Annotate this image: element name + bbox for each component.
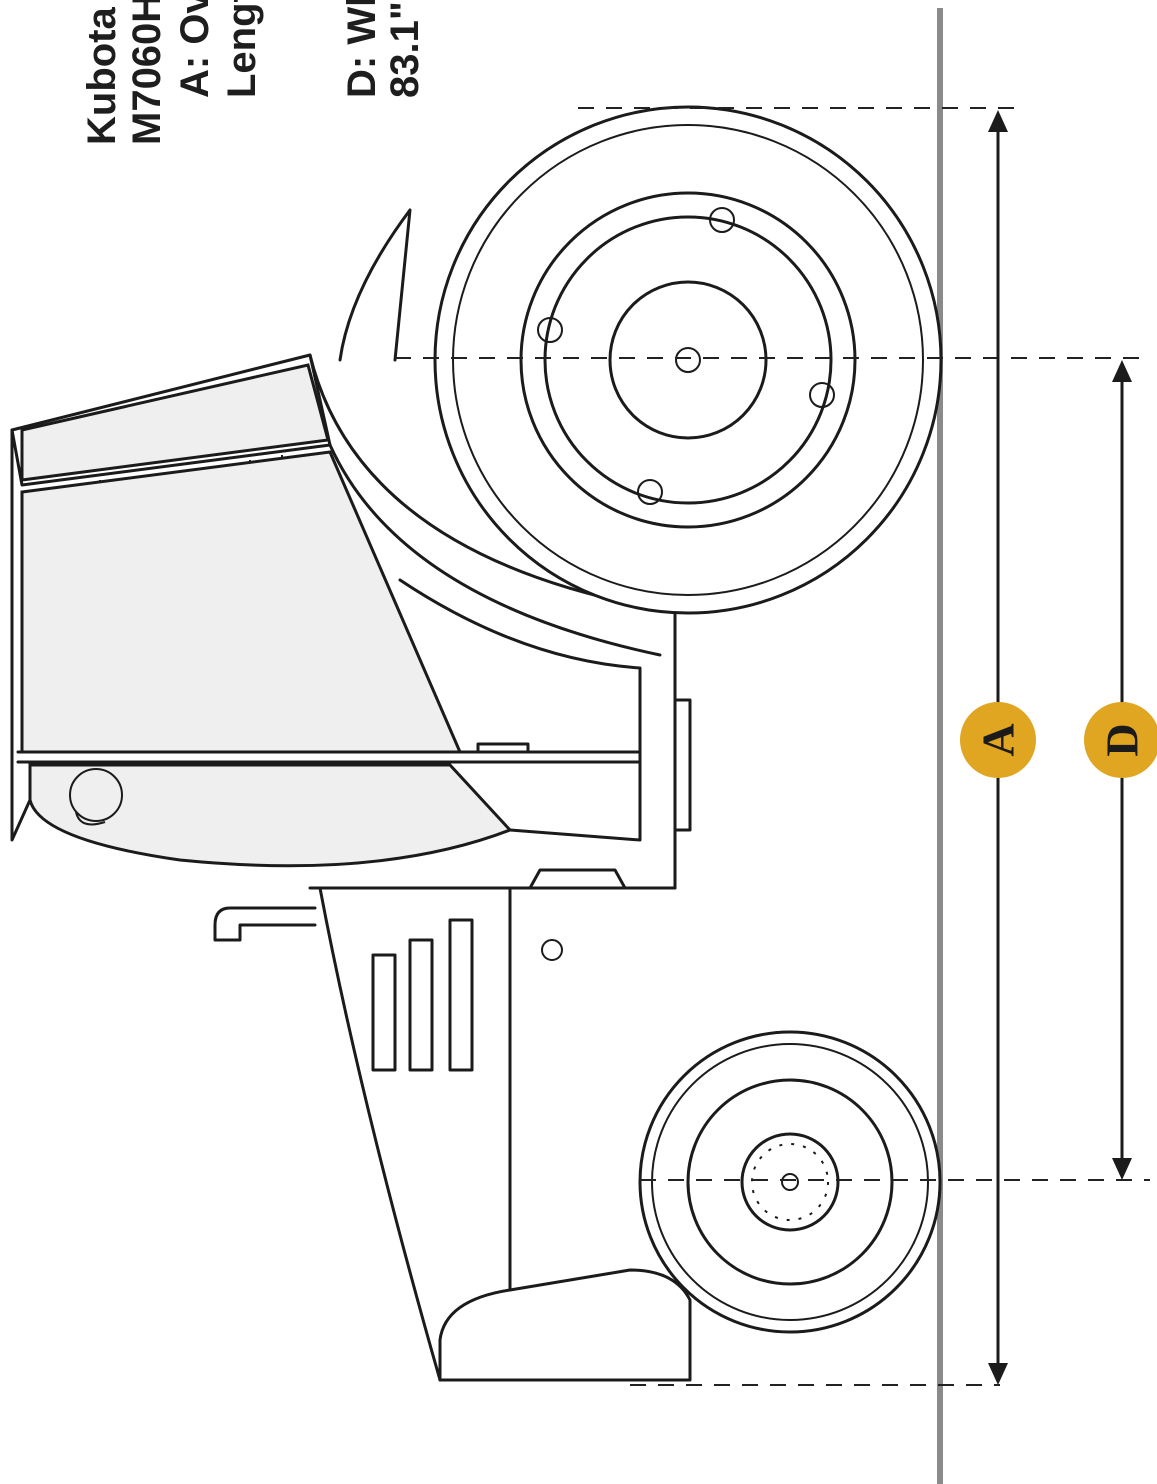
cab-front-pillar	[10, 428, 32, 842]
dimension-a-arrow-bottom	[988, 1363, 1008, 1385]
dimension-d-badge	[1084, 702, 1157, 778]
dimension-d-label-line1: D: Wh	[340, 0, 384, 98]
dimension-d: D	[1084, 360, 1157, 1180]
rim-notch-4	[637, 479, 663, 505]
rear-rim-inner	[543, 215, 833, 505]
cab-door-step	[476, 742, 530, 754]
fender-inner	[328, 443, 662, 657]
front-hub	[740, 1132, 840, 1232]
dimension-a: A	[960, 110, 1036, 1385]
front-tire-tread-ring	[651, 1043, 929, 1321]
dimension-a-arrow-top	[988, 110, 1008, 132]
dimension-a-label-line1: A: Ove	[173, 0, 217, 98]
dimension-d-label-line2: 83.1"	[383, 1, 427, 98]
step	[673, 698, 692, 832]
rear-axle	[675, 347, 701, 373]
spec-text: Kubota M7060HI A: Ove Length D: Wh 83.1"	[80, 0, 427, 145]
front-weight	[438, 1268, 692, 1382]
hood-top	[318, 886, 632, 1382]
hood-light	[541, 939, 563, 961]
dimension-d-arrow-top	[1112, 360, 1132, 382]
cab-door-frame	[398, 578, 642, 842]
dimension-d-arrow-bottom	[1112, 1158, 1132, 1180]
fender-outer	[338, 208, 412, 362]
handrail	[528, 868, 627, 890]
rim-notch-1	[709, 207, 735, 233]
rear-assembly	[308, 105, 943, 890]
exhaust	[213, 906, 317, 942]
hood	[213, 886, 692, 1382]
cab-front-window	[28, 763, 513, 868]
brand-label: Kubota	[80, 6, 124, 145]
cab-rear-window	[20, 363, 330, 482]
front-tire	[638, 1030, 942, 1334]
rear-rim-outer	[519, 191, 857, 529]
rear-tire	[433, 105, 943, 615]
dimension-a-badge	[960, 702, 1036, 778]
dimension-a-marker: A	[973, 723, 1024, 756]
dimension-a-label-line2: Length	[220, 0, 264, 98]
hood-vent-3	[448, 918, 474, 1072]
cab	[10, 353, 692, 890]
front-assembly	[638, 1030, 942, 1334]
front-hub-bolts	[751, 1143, 829, 1221]
mirror-arm	[75, 811, 106, 826]
model-label: M7060HI	[125, 0, 169, 145]
rear-hub	[608, 280, 768, 440]
rear-tire-tread-ring	[452, 124, 924, 596]
front-axle	[781, 1173, 799, 1191]
dimension-guides	[395, 107, 1150, 1386]
hood-vent-1	[371, 953, 397, 1072]
rim-notch-3	[809, 382, 835, 408]
front-rim	[686, 1078, 894, 1286]
hood-vent-2	[408, 938, 434, 1072]
mirror	[69, 768, 123, 822]
dimension-d-marker: D	[1097, 723, 1148, 756]
rim-notch-2	[537, 317, 563, 343]
